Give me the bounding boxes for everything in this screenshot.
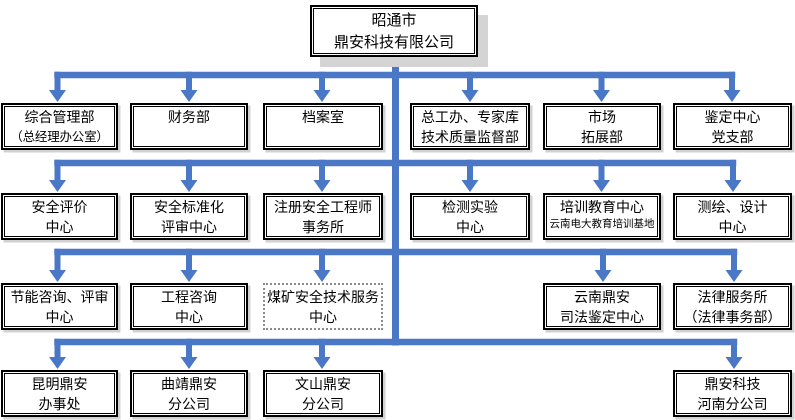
box-label-line2: （总经理办公室） — [10, 130, 109, 144]
box-label-line2: （法律事务部） — [683, 309, 782, 325]
connector-arrowhead — [49, 90, 66, 102]
connector-arrowhead — [593, 180, 610, 192]
org-box-qujing-branch: 曲靖鼎安 分公司 — [130, 370, 248, 417]
org-box-engineering-consulting-center: 工程咨询 中心 — [130, 283, 248, 330]
connector-arrowhead — [180, 270, 198, 282]
box-label-line1: 节能咨询、评审 — [10, 289, 109, 305]
connector-arrowhead — [49, 270, 66, 282]
connector-arrowhead — [593, 90, 610, 102]
org-box-testing-lab-center: 检测实验 中心 — [410, 193, 530, 240]
org-box-surveying-design-center: 测绘、设计 中心 — [673, 193, 792, 240]
org-box-safety-standardization-review-center: 安全标准化 评审中心 — [130, 193, 248, 240]
org-box-henan-branch: 鼎安科技 河南分公司 — [673, 370, 792, 417]
org-box-appraisal-center-party-branch: 鉴定中心 党支部 — [673, 103, 792, 150]
connector-arrowhead — [461, 180, 479, 192]
org-box-coal-mine-safety-service-center: 煤矿安全技术服务 中心 — [263, 283, 383, 330]
org-box-kunming-office: 昆明鼎安 办事处 — [1, 370, 118, 417]
box-label-line2: 中心 — [175, 309, 203, 325]
box-label-line2: 技术质量监督部 — [421, 129, 519, 145]
box-label-line1: 煤矿安全技术服务 — [267, 289, 379, 305]
box-label-line2: 中心 — [45, 219, 74, 235]
org-box-general-management: 综合管理部 （总经理办公室） — [1, 103, 118, 150]
box-label-line2: 河南分公司 — [697, 396, 768, 412]
connector-arrowhead — [180, 357, 198, 369]
box-label-subtext: 云南电大教育培训基地 — [549, 218, 655, 230]
box-label-line1: 安全评价 — [31, 199, 88, 215]
connector-arrowhead — [594, 270, 612, 282]
box-label-line2: 评审中心 — [161, 219, 217, 235]
box-label-line2: 分公司 — [302, 396, 344, 412]
box-label-line1: 总工办、专家库 — [421, 109, 519, 125]
box-label-line1: 昭通市 — [371, 12, 417, 29]
box-label-line1: 云南鼎安 — [574, 289, 630, 305]
box-label-line1: 法律服务所 — [697, 289, 768, 305]
box-label-line2: 中心 — [45, 309, 74, 325]
connector-arrowhead — [180, 180, 198, 192]
connector-arrowhead — [49, 357, 66, 369]
org-box-safety-evaluation-center: 安全评价 中心 — [1, 193, 118, 240]
org-box-finance-dept: 财务部 — [130, 103, 248, 150]
box-label-line2: 中心 — [718, 219, 747, 235]
org-box-chief-engineer-office: 总工办、专家库 技术质量监督部 — [410, 103, 530, 150]
box-label-line1: 培训教育中心 — [560, 199, 644, 215]
org-box-energy-consulting-review-center: 节能咨询、评审 中心 — [1, 283, 118, 330]
box-label-line2: 事务所 — [302, 219, 344, 235]
connector-arrowhead — [49, 180, 66, 192]
box-label-line2: 鼎安科技有限公司 — [333, 34, 454, 51]
connector-arrowhead — [313, 357, 331, 369]
box-label-line1: 档案室 — [302, 109, 344, 125]
connector-arrowhead — [180, 90, 198, 102]
box-label-line1: 昆明鼎安 — [31, 376, 88, 392]
connector-arrowhead — [313, 90, 331, 102]
box-label-line2: 司法鉴定中心 — [560, 309, 644, 325]
org-box-archives-room: 档案室 — [263, 103, 383, 150]
connector-arrowhead — [723, 90, 741, 102]
box-label-line2: 中心 — [456, 219, 484, 235]
box-label-line2: 拓展部 — [581, 129, 623, 145]
connector-arrowhead — [725, 357, 743, 369]
box-label-line1: 鉴定中心 — [704, 109, 761, 125]
box-label-line1: 鼎安科技 — [704, 376, 761, 392]
box-label-line1: 检测实验 — [442, 199, 498, 215]
box-label-line1: 测绘、设计 — [697, 199, 768, 215]
org-box-registered-safety-engineer-office: 注册安全工程师 事务所 — [263, 193, 383, 240]
box-label-line1: 安全标准化 — [154, 199, 224, 215]
box-label-line2: 中心 — [309, 309, 337, 325]
connector-arrowhead — [313, 180, 331, 192]
connector-arrowhead — [724, 180, 742, 192]
connector-arrowhead — [461, 90, 479, 102]
org-box-yunnan-dingan-judicial-appraisal-center: 云南鼎安 司法鉴定中心 — [543, 283, 661, 330]
box-label-line2: 办事处 — [38, 396, 81, 412]
connector-arrowhead — [725, 270, 743, 282]
org-box-company-hq: 昭通市 鼎安科技有限公司 — [310, 5, 478, 57]
org-box-market-expansion-dept: 市场 拓展部 — [543, 103, 661, 150]
box-label-line2: 党支部 — [711, 129, 754, 145]
box-label-line1: 财务部 — [168, 109, 210, 125]
box-label-line1: 市场 — [588, 109, 616, 125]
box-label-line1: 工程咨询 — [161, 289, 217, 305]
box-label-line1: 曲靖鼎安 — [161, 376, 217, 392]
connector-arrowhead — [313, 270, 331, 282]
box-label-line1: 综合管理部 — [24, 109, 95, 125]
org-box-wenshan-branch: 文山鼎安 分公司 — [263, 370, 383, 417]
org-box-training-education-center: 培训教育中心 云南电大教育培训基地 — [543, 193, 661, 240]
box-label-line1: 文山鼎安 — [295, 376, 351, 392]
box-label-line1: 注册安全工程师 — [274, 199, 372, 215]
box-label-line2: 分公司 — [168, 396, 210, 412]
org-box-legal-service-office: 法律服务所 （法律事务部） — [673, 283, 792, 330]
